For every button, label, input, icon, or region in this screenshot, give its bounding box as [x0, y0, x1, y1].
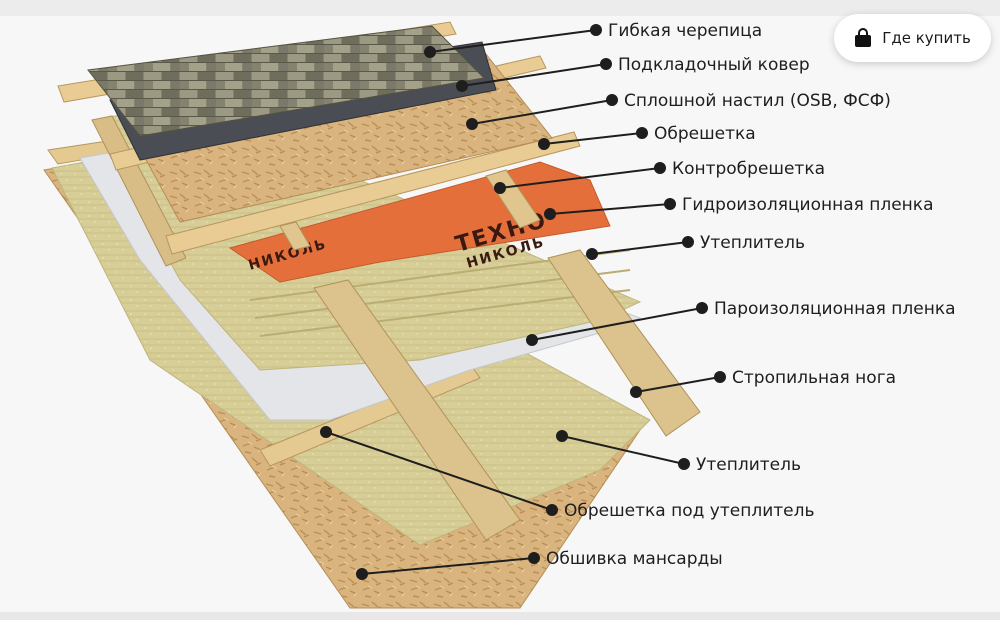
label-vapor-film: Пароизоляционная пленка	[714, 299, 956, 319]
leader-lines	[320, 24, 726, 580]
label-insulation-lower: Утеплитель	[696, 455, 801, 475]
flexible-shingles	[87, 25, 486, 137]
label-rafter: Стропильная нога	[732, 368, 896, 388]
label-waterproofing-membrane: Гидроизоляционная пленка	[682, 195, 933, 215]
where-to-buy-button[interactable]: Где купить	[834, 14, 991, 62]
where-to-buy-label: Где купить	[882, 29, 971, 47]
label-osb-deck: Сплошной настил (OSB, ФСФ)	[624, 91, 891, 111]
label-insulation-upper: Утеплитель	[700, 233, 805, 253]
label-insulation-batten: Обрешетка под утеплитель	[564, 501, 815, 521]
top-strip	[0, 0, 1000, 16]
rafter-right	[547, 249, 701, 437]
bottom-strip	[0, 612, 1000, 620]
label-roof-batten: Обрешетка	[654, 124, 756, 144]
label-counter-batten: Контробрешетка	[672, 159, 825, 179]
rafter-left	[313, 279, 521, 541]
counter-batten-left	[279, 221, 311, 251]
label-attic-sheathing: Обшивка мансарды	[546, 549, 723, 569]
roof-batten-front	[165, 131, 581, 255]
label-underlay-carpet: Подкладочный ковер	[618, 55, 810, 75]
shopping-bag-icon	[854, 28, 872, 48]
label-flexible-shingles: Гибкая черепица	[608, 21, 762, 41]
